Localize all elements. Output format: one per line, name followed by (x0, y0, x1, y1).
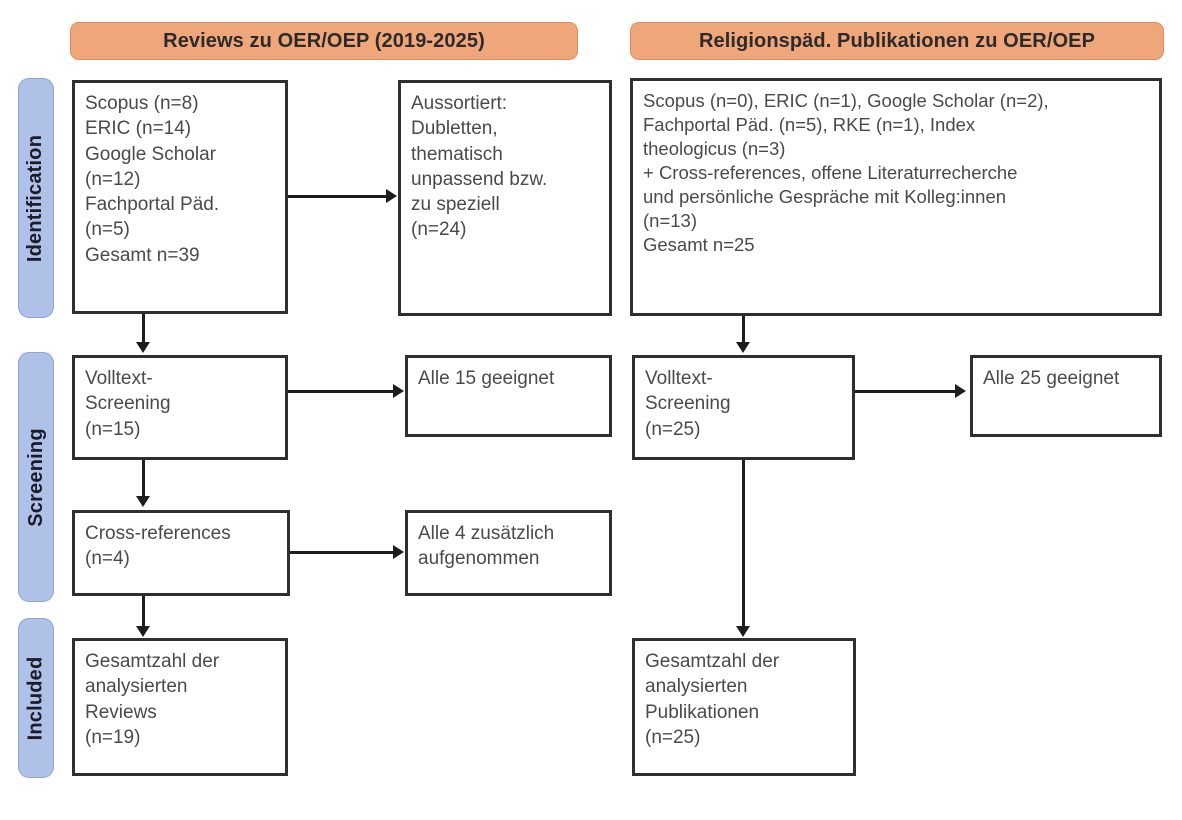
box-right-fulltext-screening: Volltext- Screening (n=25) (632, 355, 855, 460)
arrow-left-crossrefs-to-included (136, 626, 150, 637)
box-right-fulltext-result: Alle 25 geeignet (970, 355, 1162, 437)
connector-right-screening-to-included (742, 460, 745, 626)
stage-label-identification-text: Identification (24, 134, 47, 262)
connector-right-screening-to-result (855, 390, 955, 393)
column-header-left: Reviews zu OER/OEP (2019-2025) (70, 22, 578, 60)
arrow-right-sources-to-screening (736, 342, 750, 353)
arrow-right-screening-to-included (736, 626, 750, 637)
box-left-included-total: Gesamtzahl der analysierten Reviews (n=1… (72, 638, 288, 776)
stage-label-screening: Screening (18, 352, 54, 602)
box-left-excluded: Aussortiert: Dubletten, thematisch unpas… (398, 80, 612, 316)
stage-label-identification: Identification (18, 78, 54, 318)
box-left-fulltext-result: Alle 15 geeignet (405, 355, 612, 437)
arrow-left-sources-to-screening (136, 342, 150, 353)
connector-left-sources-to-excluded (288, 195, 386, 198)
arrow-left-crossrefs-to-result (393, 545, 404, 559)
stage-label-included-text: Included (24, 656, 47, 740)
box-left-cross-references-result: Alle 4 zusätzlich aufgenommen (405, 510, 612, 596)
stage-label-screening-text: Screening (24, 427, 47, 527)
column-header-right: Religionspäd. Publikationen zu OER/OEP (630, 22, 1164, 60)
box-right-included-total: Gesamtzahl der analysierten Publikatione… (632, 638, 856, 776)
box-left-fulltext-screening: Volltext- Screening (n=15) (72, 355, 288, 460)
box-left-cross-references: Cross-references (n=4) (72, 510, 290, 596)
box-right-identification-sources: Scopus (n=0), ERIC (n=1), Google Scholar… (630, 78, 1162, 316)
arrow-left-screening-to-crossrefs (136, 496, 150, 507)
arrow-left-sources-to-excluded (386, 189, 397, 203)
box-left-identification-sources: Scopus (n=8) ERIC (n=14) Google Scholar … (72, 80, 288, 314)
connector-left-crossrefs-to-result (290, 551, 393, 554)
arrow-right-screening-to-result (955, 384, 966, 398)
connector-left-screening-to-result (288, 390, 393, 393)
stage-label-included: Included (18, 618, 54, 778)
connector-right-sources-to-screening (742, 316, 745, 342)
arrow-left-screening-to-result (393, 384, 404, 398)
connector-left-crossrefs-to-included (142, 596, 145, 626)
connector-left-screening-to-crossrefs (142, 460, 145, 496)
connector-left-sources-to-screening (142, 314, 145, 342)
